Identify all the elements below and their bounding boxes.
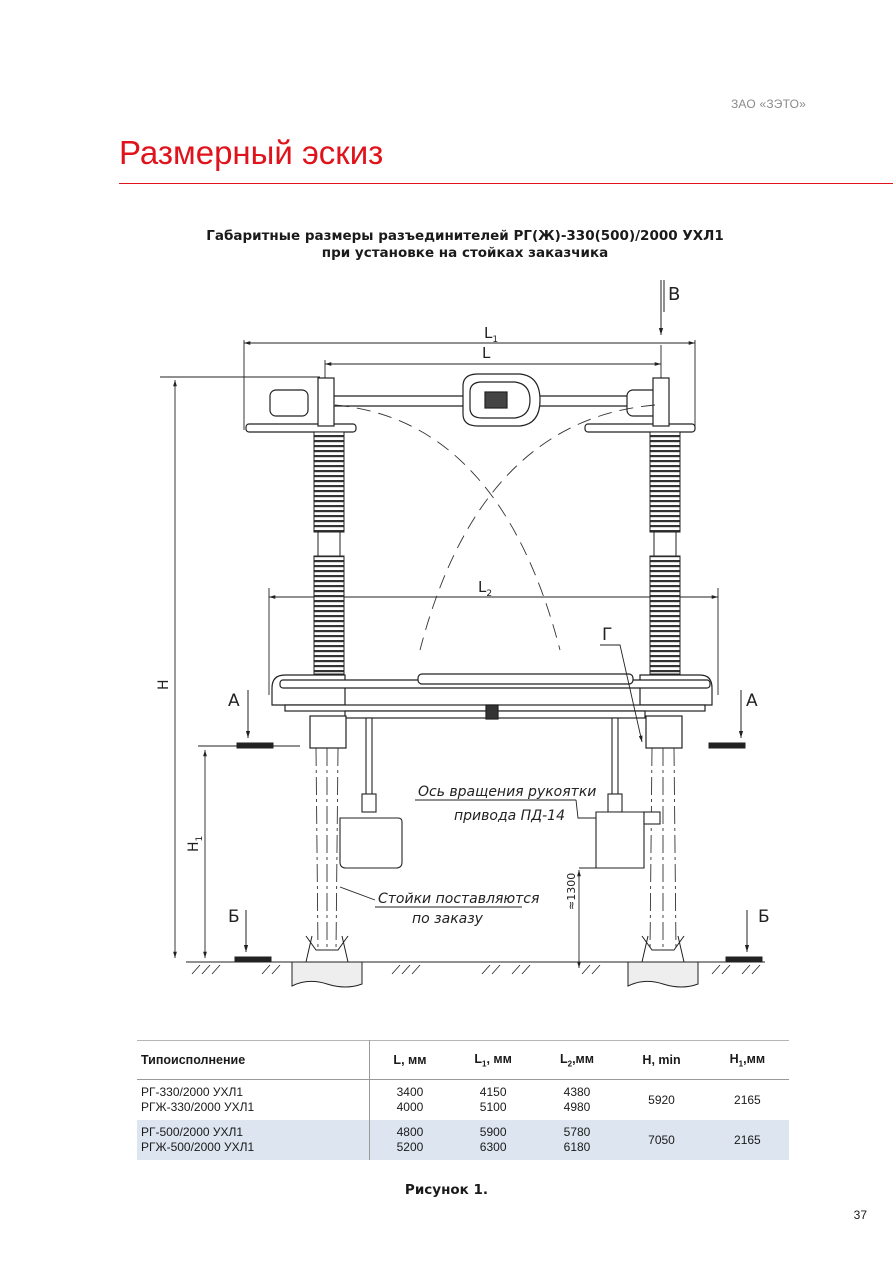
dimension-l — [324, 345, 662, 378]
dimension-h1 — [198, 745, 300, 958]
view-b-arrow: В — [658, 280, 680, 335]
dimension-h-label: H — [156, 679, 172, 690]
figure-caption-line-2: при установке на стойках заказчика — [321, 245, 609, 261]
handle-axis-text-2: привода ПД-14 — [454, 808, 565, 824]
dimension-l1 — [243, 340, 696, 430]
dimension-l1-label: L1 — [484, 324, 498, 345]
company-name: ЗАО «ЗЭТО» — [730, 97, 806, 111]
foundations — [291, 935, 699, 988]
page-title: Размерный эскиз — [119, 134, 384, 171]
header-type: Типоисполнение — [137, 1040, 371, 1080]
dimension-1300-label: ≈1300 — [565, 873, 578, 910]
dimension-l-label: L — [482, 344, 491, 362]
posts-note-leader — [339, 886, 522, 908]
figure-caption-line-1: Габаритные размеры разъединителей РГ(Ж)-… — [206, 228, 724, 244]
handle-axis-text-1: Ось вращения рукоятки — [418, 784, 596, 800]
right-insulator-column — [649, 431, 681, 675]
ground-line — [186, 961, 765, 975]
header-l: L, мм — [369, 1040, 450, 1080]
table-header-row: Типоисполнение L, мм L1, мм L2,мм H, min… — [137, 1040, 789, 1080]
section-b-marks — [234, 910, 763, 963]
section-a-marks — [236, 690, 746, 749]
section-a-right-label: А — [746, 691, 758, 711]
posts-note-text-1: Стойки поставляются — [378, 891, 539, 907]
dimensions-table: Типоисполнение L, мм L1, мм L2,мм H, min… — [137, 1040, 789, 1160]
header-h-min: H, min — [617, 1040, 706, 1080]
detail-g-leader — [600, 644, 643, 743]
page-number: 37 — [853, 1208, 867, 1222]
dimension-h1-label: H1 — [186, 836, 205, 852]
h1-cell: 2165 — [705, 1120, 789, 1160]
dimension-h — [160, 376, 320, 958]
posts-note-text-2: по заказу — [412, 911, 484, 927]
header-h1: H1,мм — [705, 1040, 789, 1080]
section-a-left-label: А — [228, 691, 240, 711]
dimension-l2-label: L2 — [478, 578, 492, 599]
h-min-cell: 5920 — [617, 1079, 706, 1120]
detail-g-label: Г — [602, 625, 612, 645]
support-posts — [315, 747, 677, 951]
h1-cell: 2165 — [705, 1079, 789, 1120]
left-insulator-column — [313, 431, 345, 675]
figure-label: Рисунок 1. — [404, 1182, 489, 1198]
h-min-cell: 7050 — [617, 1120, 706, 1160]
handle-axis-leader — [415, 799, 596, 819]
base-frame — [271, 673, 713, 749]
header-l2: L2,мм — [536, 1040, 618, 1080]
view-b-label: В — [668, 284, 680, 305]
title-divider — [119, 183, 893, 184]
header-l1: L1, мм — [449, 1040, 537, 1080]
disconnector-dimension-drawing: В L1 L L2 — [156, 280, 770, 988]
figure-caption: Габаритные размеры разъединителей РГ(Ж)-… — [120, 228, 810, 262]
dimension-1300 — [577, 867, 596, 968]
drive-mechanisms — [339, 717, 661, 869]
section-b-left-label: Б — [228, 907, 240, 927]
blade-swing-arcs — [334, 404, 656, 651]
section-b-right-label: Б — [758, 907, 770, 927]
upper-blade-assembly — [245, 373, 696, 433]
